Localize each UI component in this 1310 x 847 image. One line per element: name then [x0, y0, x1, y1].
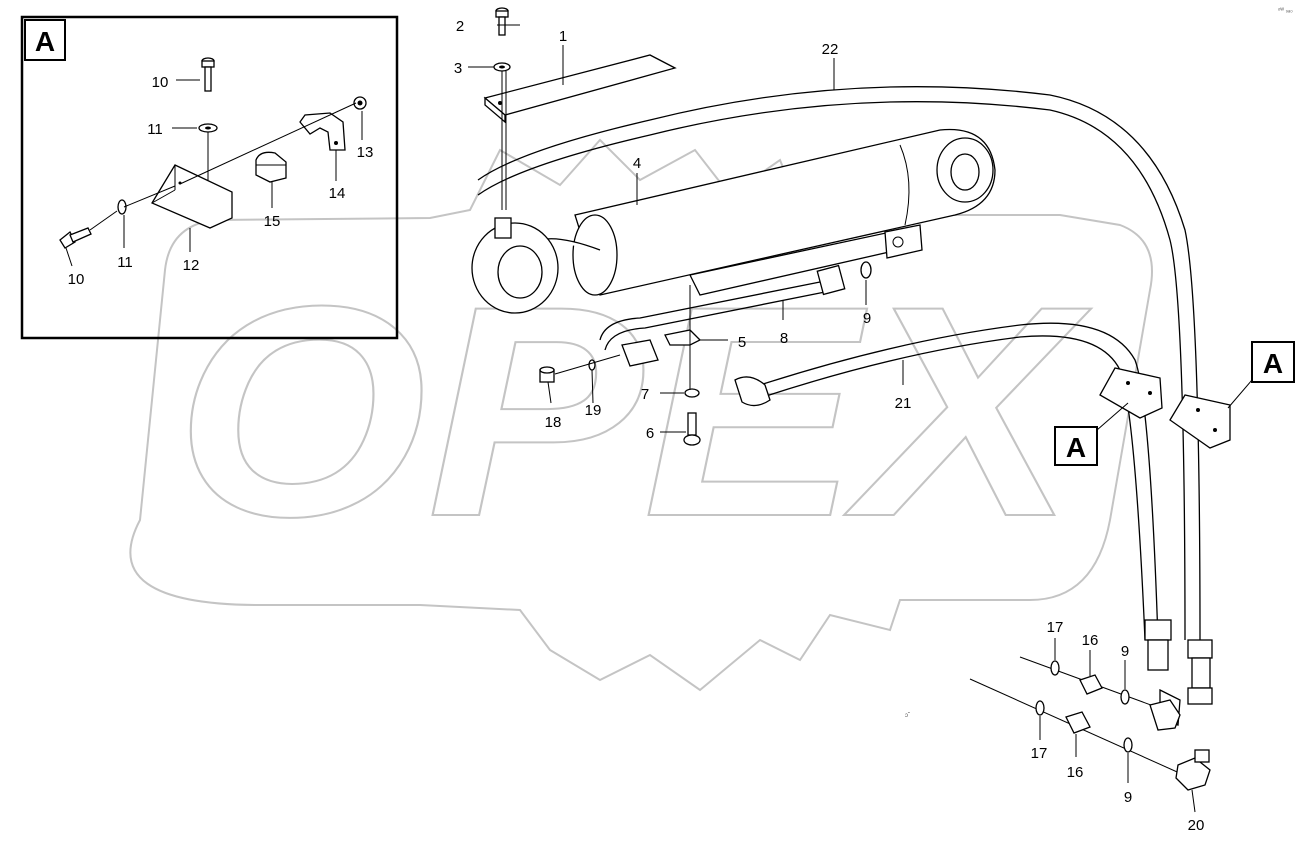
callout-6: 6 — [646, 425, 654, 442]
callout-10-top: 10 — [152, 74, 169, 91]
detail-marker-a-right: A — [1263, 348, 1283, 379]
inset-bolt-vertical — [201, 57, 215, 92]
callout-21: 21 — [895, 395, 912, 412]
callout-11-top: 11 — [147, 121, 163, 138]
callout-7: 7 — [641, 386, 649, 403]
clamp-bracket-a-right — [1169, 394, 1231, 449]
callout-9-upper: 9 — [863, 310, 871, 327]
main-assembly: A A — [454, 7, 1295, 834]
inset-label: A — [35, 26, 55, 57]
callout-15: 15 — [264, 213, 281, 230]
watermark-gear-outline — [129, 138, 1153, 692]
bolt-2 — [495, 7, 509, 36]
inset-clamp — [299, 112, 346, 151]
detail-marker-a-center: A — [1066, 432, 1086, 463]
fitting-set-upper — [1019, 656, 1171, 713]
callout-1: 1 — [559, 28, 567, 45]
callout-17-top: 17 — [1047, 619, 1064, 636]
callout-3: 3 — [454, 60, 462, 77]
pipe-8 — [599, 264, 846, 367]
callout-19: 19 — [585, 402, 602, 419]
callout-22: 22 — [822, 41, 839, 58]
stray-mark: ↄ˘ — [905, 712, 910, 719]
hose-22 — [477, 86, 1213, 705]
watermark-logo: OPEX — [129, 138, 1153, 692]
callout-17-bottom: 17 — [1031, 745, 1048, 762]
callout-10-bottom: 10 — [68, 271, 85, 288]
elbow-fitting-upper — [1149, 699, 1181, 731]
callout-18: 18 — [545, 414, 562, 431]
o-ring-9-upper — [860, 261, 872, 279]
callout-16-bottom: 16 — [1067, 764, 1084, 781]
corner-note: ᵒᵂ ₉ₐ₀ — [1278, 7, 1293, 14]
o-ring-19 — [588, 359, 596, 371]
fitting-set-lower — [969, 678, 1196, 781]
inset-bracket — [151, 164, 233, 229]
callout-8: 8 — [780, 330, 788, 347]
mounting-plate-1 — [483, 54, 677, 124]
plug-18 — [539, 366, 555, 383]
callout-9-mid: 9 — [1121, 643, 1129, 660]
callout-5: 5 — [738, 334, 746, 351]
inset-label-box — [24, 19, 66, 61]
hydraulic-cylinder-4 — [471, 128, 996, 314]
detail-marker-a-center-box — [1054, 426, 1098, 466]
inset-frame — [20, 15, 399, 340]
callout-2: 2 — [456, 18, 464, 35]
callout-12: 12 — [183, 257, 200, 274]
watermark-text: OPEX — [175, 243, 1092, 579]
callout-13: 13 — [357, 144, 374, 161]
callout-11-bottom: 11 — [117, 254, 133, 271]
elbow-fitting-20 — [1175, 749, 1211, 791]
inset-washer-side — [117, 199, 127, 215]
clamp-bracket-a-center — [1099, 367, 1163, 419]
callout-9-lower: 9 — [1124, 789, 1132, 806]
callout-20: 20 — [1188, 817, 1205, 834]
clip-5 — [664, 329, 702, 346]
inset-bolt-horizontal — [59, 227, 92, 249]
inset-rubber-block — [255, 151, 287, 183]
callout-16-top: 16 — [1082, 632, 1099, 649]
callout-14: 14 — [329, 185, 346, 202]
detail-marker-a-right-box — [1251, 341, 1295, 383]
washer-7 — [684, 388, 700, 398]
callout-4: 4 — [633, 155, 641, 172]
bolt-6 — [683, 412, 701, 446]
detail-a-inset: A — [20, 15, 399, 340]
